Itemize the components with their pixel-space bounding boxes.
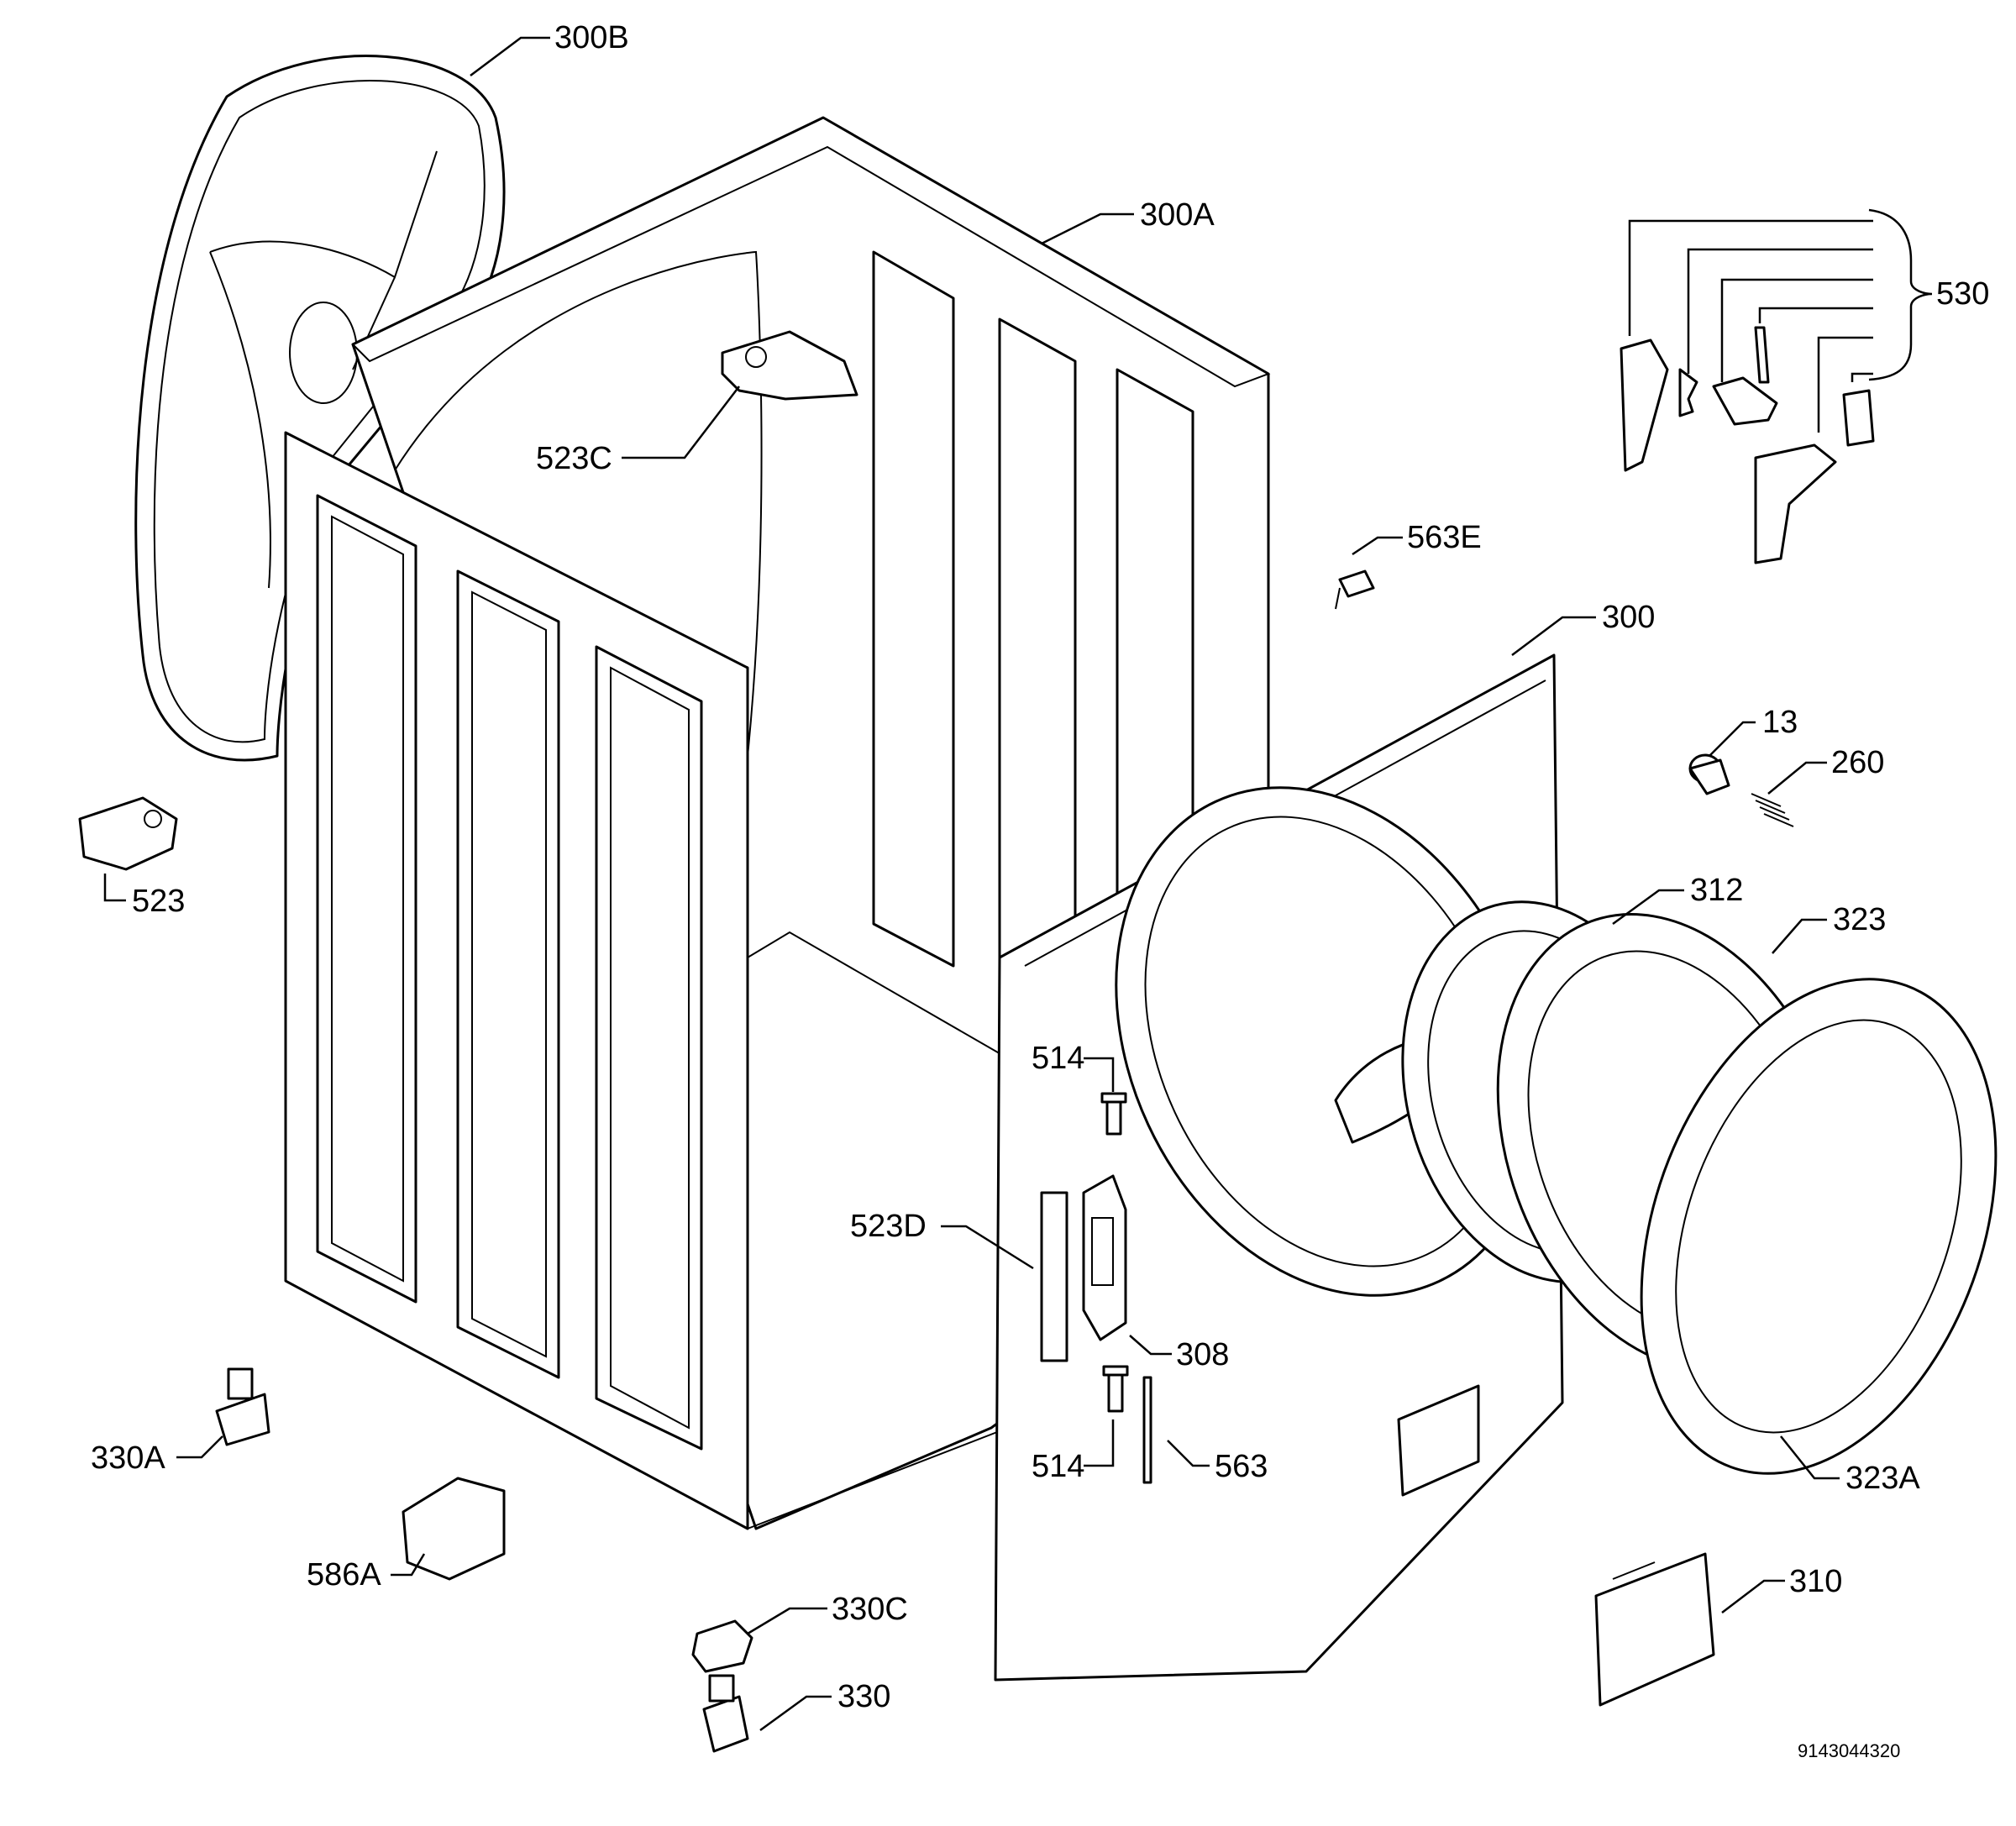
leader-lines: [103, 36, 1840, 1732]
screw-514-upper-part: [1100, 1092, 1127, 1136]
callout-330: 330: [837, 1679, 890, 1714]
callout-530: 530: [1936, 276, 1989, 312]
callout-13: 13: [1762, 705, 1798, 740]
callout-330a: 330A: [91, 1440, 165, 1476]
callout-563: 563: [1215, 1449, 1268, 1484]
callout-523c: 523C: [536, 441, 612, 476]
foot-330-part: [702, 1674, 749, 1753]
rear-seal-part: [134, 55, 506, 762]
callout-260: 260: [1831, 745, 1884, 780]
callout-312: 312: [1690, 873, 1743, 908]
cap-13-part: [1688, 753, 1730, 795]
document-number: 9143044320: [1798, 1740, 1900, 1761]
callout-labels: 300B 300A 530 523C 563E 300 13 260 523 3…: [91, 20, 1989, 1761]
callout-330c: 330C: [832, 1592, 908, 1627]
callout-523d: 523D: [850, 1209, 927, 1244]
foot-330c-part: [691, 1619, 753, 1673]
callout-300: 300: [1602, 600, 1655, 635]
callout-323: 323: [1833, 902, 1886, 937]
clip-563e-part: [1335, 569, 1375, 610]
spring-260-part: [1751, 793, 1794, 827]
callout-323a: 323A: [1845, 1461, 1920, 1496]
callout-300b: 300B: [554, 20, 629, 55]
component-586a-part: [402, 1477, 506, 1581]
callout-523: 523: [132, 884, 185, 919]
rod-563-part: [1142, 1376, 1152, 1484]
callout-563e: 563E: [1407, 520, 1482, 555]
callout-310: 310: [1789, 1564, 1842, 1599]
callout-586a: 586A: [307, 1557, 381, 1593]
foot-330a-part: [215, 1367, 270, 1446]
hinge-kit-530-part: [1620, 208, 1933, 564]
callout-514-upper: 514: [1032, 1041, 1084, 1076]
screw-514-lower-part: [1102, 1365, 1129, 1413]
callout-308: 308: [1176, 1337, 1229, 1372]
bracket-523c-part: [721, 330, 858, 401]
bracket-523-part: [78, 796, 178, 871]
lock-308-part: [1082, 1174, 1127, 1341]
door-outer-ring-323a-part: [1640, 978, 1998, 1475]
callout-300a: 300A: [1140, 197, 1215, 233]
cover-310-part: [1594, 1552, 1715, 1707]
callout-514-lower: 514: [1032, 1449, 1084, 1484]
